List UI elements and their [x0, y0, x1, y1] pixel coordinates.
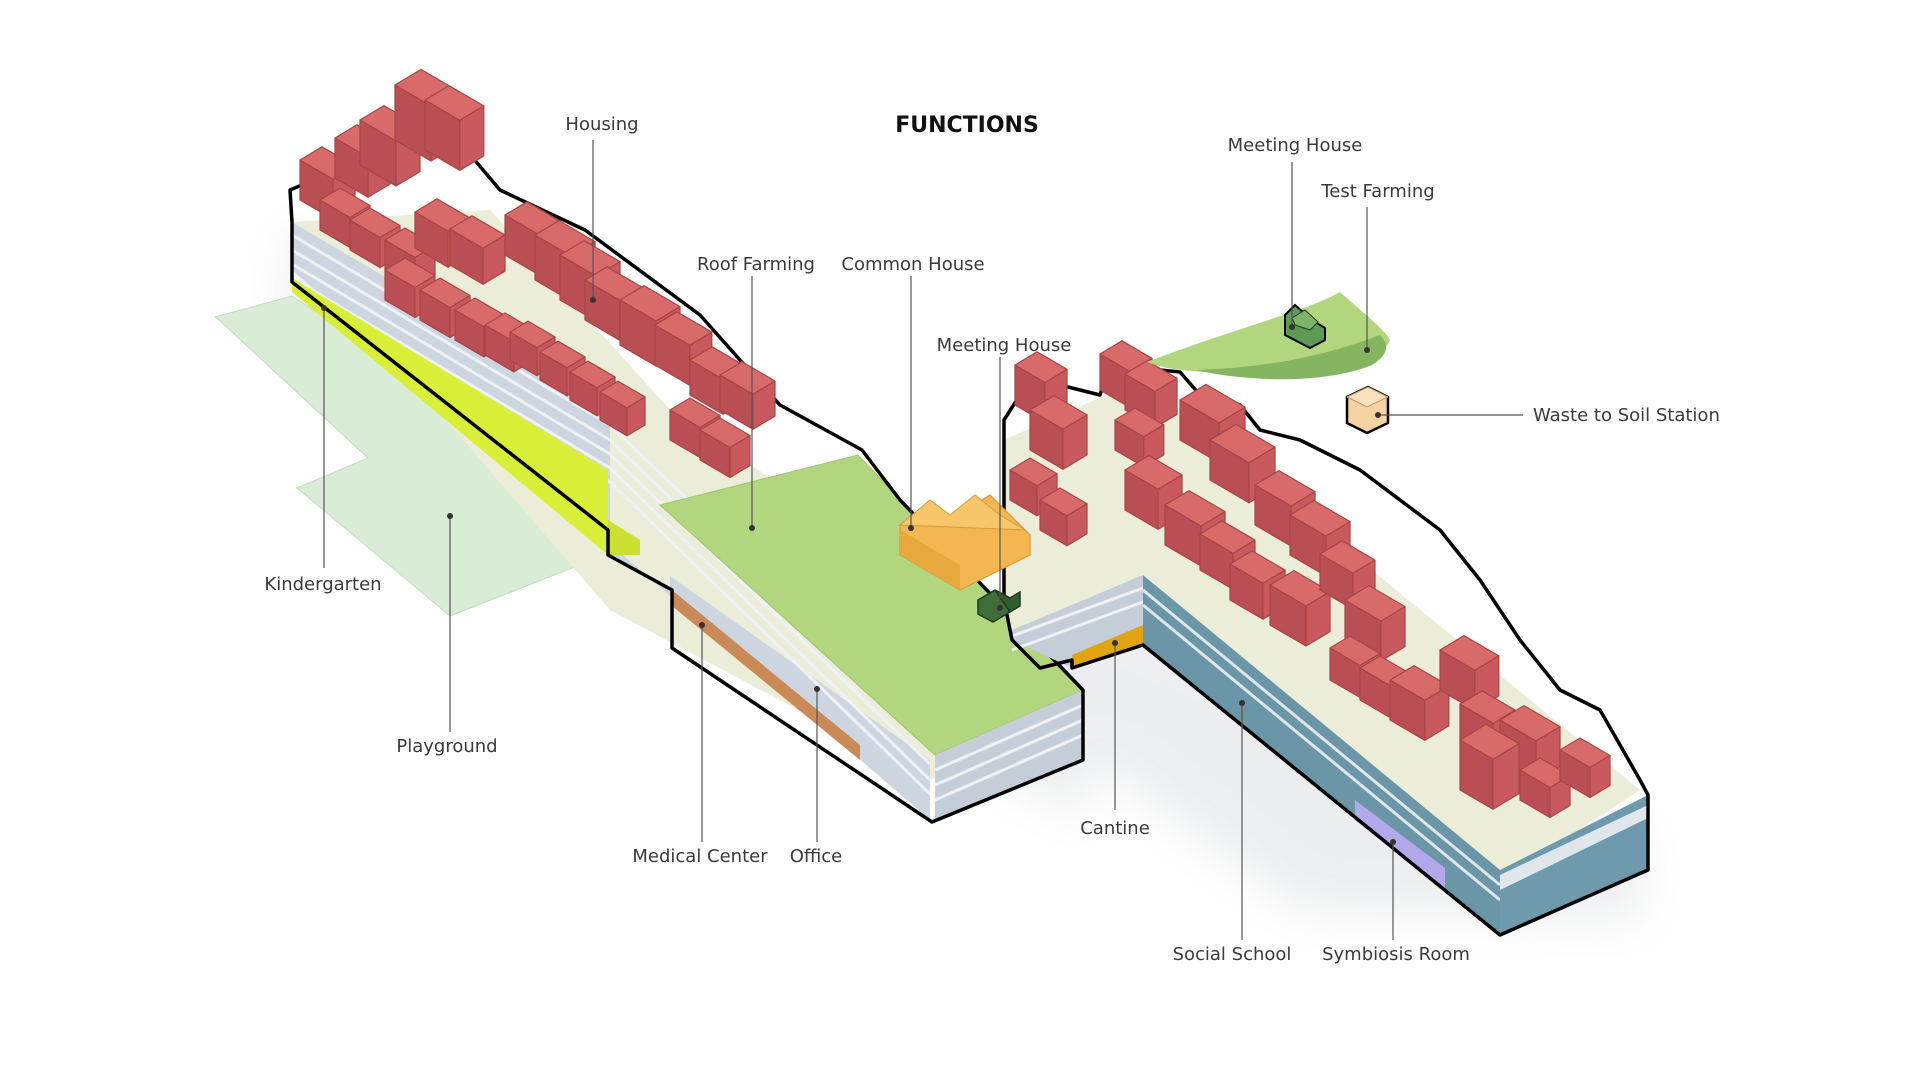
house-block	[1209, 423, 1276, 504]
meeting-house-top	[1284, 303, 1326, 350]
house-block	[449, 215, 506, 285]
medical-center-strip	[672, 590, 860, 760]
waste-to-soil-station	[1345, 385, 1390, 435]
label-social-school: Social School	[1173, 944, 1292, 965]
house-block	[1124, 360, 1178, 429]
house-block	[424, 84, 485, 171]
cantine-strip	[1072, 625, 1143, 668]
house-block	[1029, 395, 1088, 470]
labels: Housing Roof Farming Common House Meetin…	[264, 114, 1719, 965]
housing-blocks	[299, 68, 1611, 819]
house-block	[1344, 584, 1406, 662]
label-office: Office	[790, 846, 843, 867]
kindergarten-strip	[292, 278, 608, 555]
test-farming-patch	[1147, 292, 1390, 380]
leader-lines	[321, 140, 1523, 940]
house-block	[1039, 487, 1088, 547]
common-house	[898, 494, 1031, 591]
house-block	[719, 361, 776, 430]
label-meeting-house-top: Meeting House	[1228, 135, 1363, 156]
house-block	[699, 417, 751, 479]
house-block	[1389, 664, 1450, 741]
diagram-title: FUNCTIONS	[895, 113, 1039, 138]
label-medical-center: Medical Center	[632, 846, 768, 867]
house-block	[1319, 540, 1376, 610]
house-block	[1254, 470, 1316, 547]
label-roof-farming: Roof Farming	[697, 254, 815, 275]
house-block	[1459, 723, 1520, 810]
house-block	[1559, 737, 1611, 799]
label-kindergarten: Kindergarten	[264, 574, 381, 595]
house-block	[1269, 569, 1331, 647]
left-facade	[292, 222, 930, 820]
label-playground: Playground	[396, 736, 497, 757]
label-common-house: Common House	[841, 254, 984, 275]
house-block	[599, 380, 646, 437]
meeting-house-center	[977, 589, 1021, 623]
label-cantine: Cantine	[1080, 818, 1150, 839]
label-meeting-house-center: Meeting House	[937, 335, 1072, 356]
label-test-farming: Test Farming	[1320, 181, 1434, 202]
label-waste-to-soil-station: Waste to Soil Station	[1533, 405, 1720, 426]
label-housing: Housing	[565, 114, 638, 135]
symbiosis-room-strip	[1355, 800, 1445, 890]
label-symbiosis-room: Symbiosis Room	[1322, 944, 1470, 965]
